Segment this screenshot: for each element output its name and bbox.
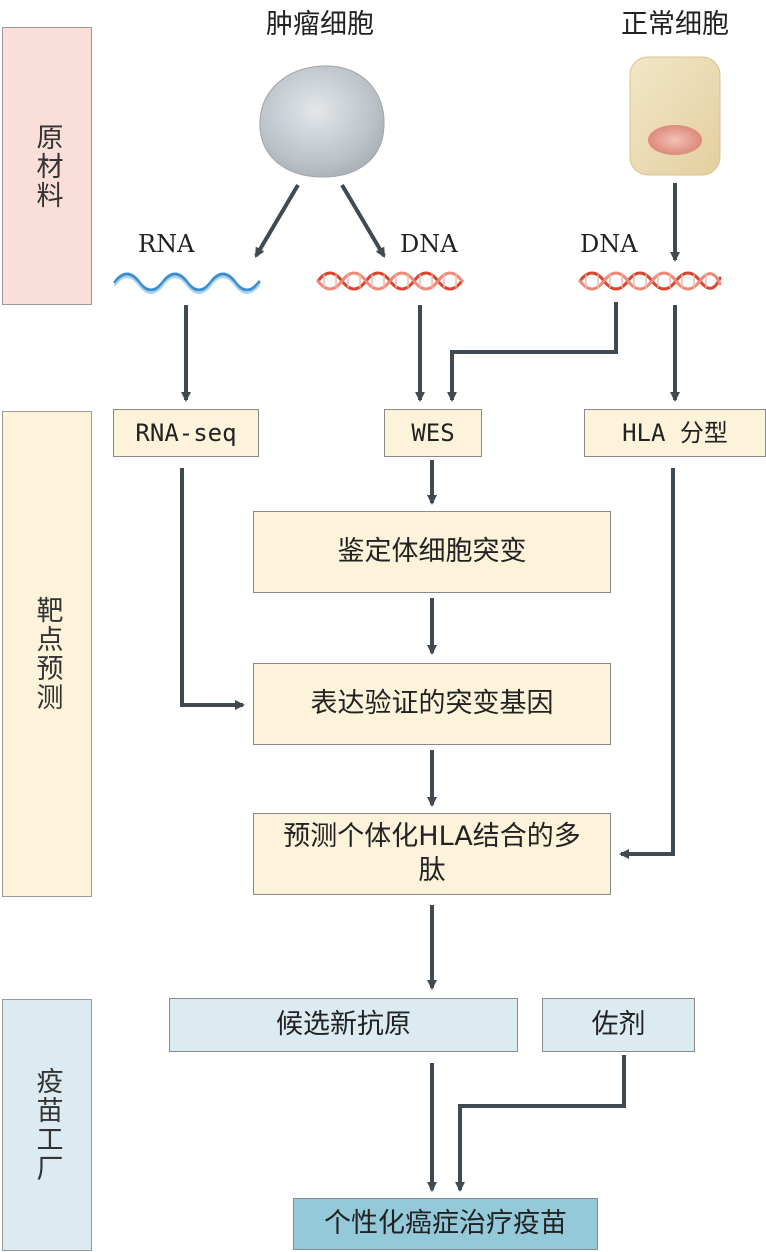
arrow-tumor-to-rna: [254, 183, 300, 258]
personalized-vaccine-box: 个性化癌症治疗疫苗: [293, 1198, 598, 1250]
wes-box: WES: [384, 409, 482, 457]
identify-mutations-box: 鉴定体细胞突变: [253, 511, 611, 593]
section-target-prediction: 靶点预测: [2, 411, 92, 897]
rna-seq-box: RNA-seq: [113, 409, 259, 457]
section-vaccine-factory-label: 疫苗工厂: [31, 1067, 63, 1183]
dna-tumor-label: DNA: [400, 230, 458, 258]
section-raw-materials-label: 原材料: [31, 122, 63, 210]
normal-cell-label: 正常细胞: [621, 9, 729, 40]
arrow-adjuvant-to-vaccine: [455, 1055, 626, 1192]
dna-normal-label: DNA: [580, 230, 638, 258]
candidate-antigens-box: 候选新抗原: [169, 998, 518, 1052]
rna-label: RNA: [138, 230, 195, 258]
arrow-rnaseq-to-expressed: [180, 468, 245, 710]
arrow-hla-to-predict: [619, 468, 675, 859]
predict-peptides-box: 预测个体化HLA结合的多肽: [253, 813, 611, 895]
dna-normal-strand-icon: [578, 271, 722, 291]
tumor-cell-icon: [259, 65, 385, 178]
adjuvant-box: 佐剂: [542, 998, 695, 1052]
arrow-normal-dna-to-wes: [447, 302, 618, 402]
section-target-prediction-label: 靶点预测: [31, 596, 63, 712]
tumor-cell-label: 肿瘤细胞: [266, 9, 374, 40]
expressed-mutated-genes-box: 表达验证的突变基因: [253, 663, 611, 745]
dna-tumor-strand-icon: [316, 271, 464, 291]
section-vaccine-factory: 疫苗工厂: [2, 999, 92, 1251]
rna-strand-icon: [113, 272, 261, 294]
arrow-tumor-to-dna: [340, 183, 386, 258]
normal-cell-icon: [629, 56, 721, 176]
section-raw-materials: 原材料: [2, 27, 92, 305]
hla-typing-box: HLA 分型: [584, 409, 766, 457]
